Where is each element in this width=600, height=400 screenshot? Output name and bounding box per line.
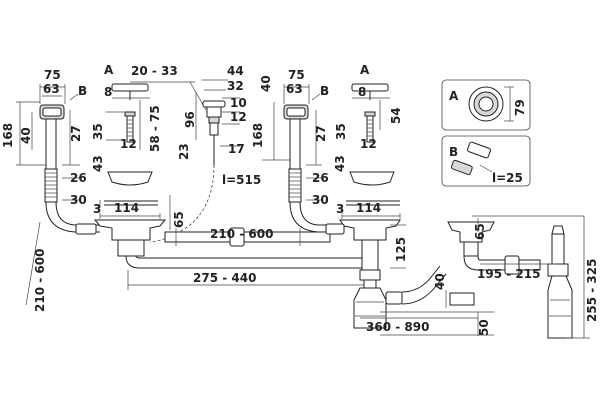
label-b-left: B [78,84,87,98]
overflow-pipe-right [289,118,301,170]
dim-27-right: 27 [314,125,328,142]
trap-outlet [385,291,403,305]
dim-40-right: 40 [259,75,273,92]
overflow-hose-left [44,168,58,203]
dim-195-215: 195 - 215 [477,267,540,281]
dim-65-right: 65 [473,223,487,240]
dim-63-left: 63 [43,82,60,96]
label-a-right: A [360,63,370,77]
dim-79: 79 [513,99,527,116]
popup-body [206,106,222,118]
waste-body-left [93,219,167,241]
dim-30-right: 30 [312,193,329,207]
overflow-connector-pipe [164,231,331,243]
dim-275-440: 275 - 440 [193,271,256,285]
dim-20-33: 20 - 33 [131,64,178,78]
dim-75-right: 75 [288,68,305,82]
single-connector-pipe [463,255,541,271]
popup-cable [149,164,215,243]
inset-b-panel: B l=25 [441,135,531,187]
dim-114-left: 114 [114,201,139,215]
connecting-pipe: 210 - 600 275 - 440 [125,227,371,290]
label-b-right: B [320,84,329,98]
dim-58-75: 58 - 75 [148,105,162,152]
inset-a-panel: A 79 [441,79,531,131]
overflow-inlet-left [75,223,97,235]
cable-length-515: l=515 [222,173,261,187]
dim-63-right: 63 [286,82,303,96]
stopper-a-left [111,83,149,92]
dim-3-left: 3 [93,202,101,216]
dim-12-left: 12 [120,137,137,151]
strainer-basket-right [349,171,395,186]
left-strainer-assembly: A 8 12 35 43 58 - 75 3 114 65 [75,63,186,257]
dim-43-right: 43 [333,155,347,172]
dim-210-600-horizontal: 210 - 600 [210,227,273,241]
dim-17: 17 [228,142,245,156]
dim-8-right: 8 [358,85,366,99]
trap-outlet-pipe [449,292,475,306]
dim-168-left: 168 [1,123,15,148]
dim-54: 54 [389,107,403,124]
dim-43-left: 43 [91,155,105,172]
dim-12-middle: 12 [230,110,247,124]
dim-168-right: 168 [251,123,265,148]
dim-360-890: 360 - 890 [366,320,429,334]
label-a-left: A [104,63,114,77]
overflow-pipe-left [45,118,57,170]
dim-l25: l=25 [492,171,523,185]
inset-label-a: A [449,89,459,103]
dim-35-left: 35 [91,123,105,140]
dim-35-right: 35 [334,123,348,140]
dim-255-325: 255 - 325 [585,259,599,322]
dim-26-left: 26 [70,171,87,185]
waste-body-right [339,219,401,241]
right-overflow-assembly: 75 63 B 40 168 27 26 30 [251,68,330,233]
dim-32: 32 [227,79,244,93]
single-bottle-trap [547,275,573,339]
dim-65-left: 65 [172,211,186,228]
overflow-inlet-right [325,223,345,235]
inset-label-b: B [449,145,458,159]
dim-27-left: 27 [69,125,83,142]
bottle-trap: 40 360 - 890 50 [353,265,494,336]
dim-125: 125 [394,237,408,262]
waste-tailpiece-left [117,239,145,257]
dim-114-right: 114 [356,201,381,215]
dim-3-right: 3 [336,202,344,216]
single-standpipe [551,233,565,265]
single-strainer-assembly: 65 195 - 215 255 - 325 [447,215,599,339]
popup-cable-assembly: 20 - 33 96 23 44 32 10 12 17 l=515 [130,64,261,243]
dim-210-600-vertical: 210 - 600 [33,249,47,312]
dim-30-left: 30 [70,193,87,207]
dim-10: 10 [230,96,247,110]
dim-50: 50 [477,319,491,336]
dim-40-bottom: 40 [433,273,447,290]
overflow-cover-view [467,141,491,159]
dim-12-right: 12 [360,137,377,151]
dim-96: 96 [183,111,197,128]
popup-knob [202,100,226,108]
left-overflow-assembly: 75 63 B 168 40 27 26 30 210 - 600 [1,68,100,312]
single-waste-body [447,221,495,243]
strainer-basket-left [107,171,153,186]
dim-8-left: 8 [104,85,112,99]
dim-40-left: 40 [19,127,33,144]
dim-23: 23 [177,143,191,160]
dim-75-left: 75 [44,68,61,82]
right-strainer-assembly: A 8 35 12 54 43 3 114 125 [325,63,408,271]
dim-26-right: 26 [312,171,329,185]
overflow-hose-right [288,168,302,203]
dim-44: 44 [227,64,244,78]
waste-tailpiece-right [361,239,379,271]
